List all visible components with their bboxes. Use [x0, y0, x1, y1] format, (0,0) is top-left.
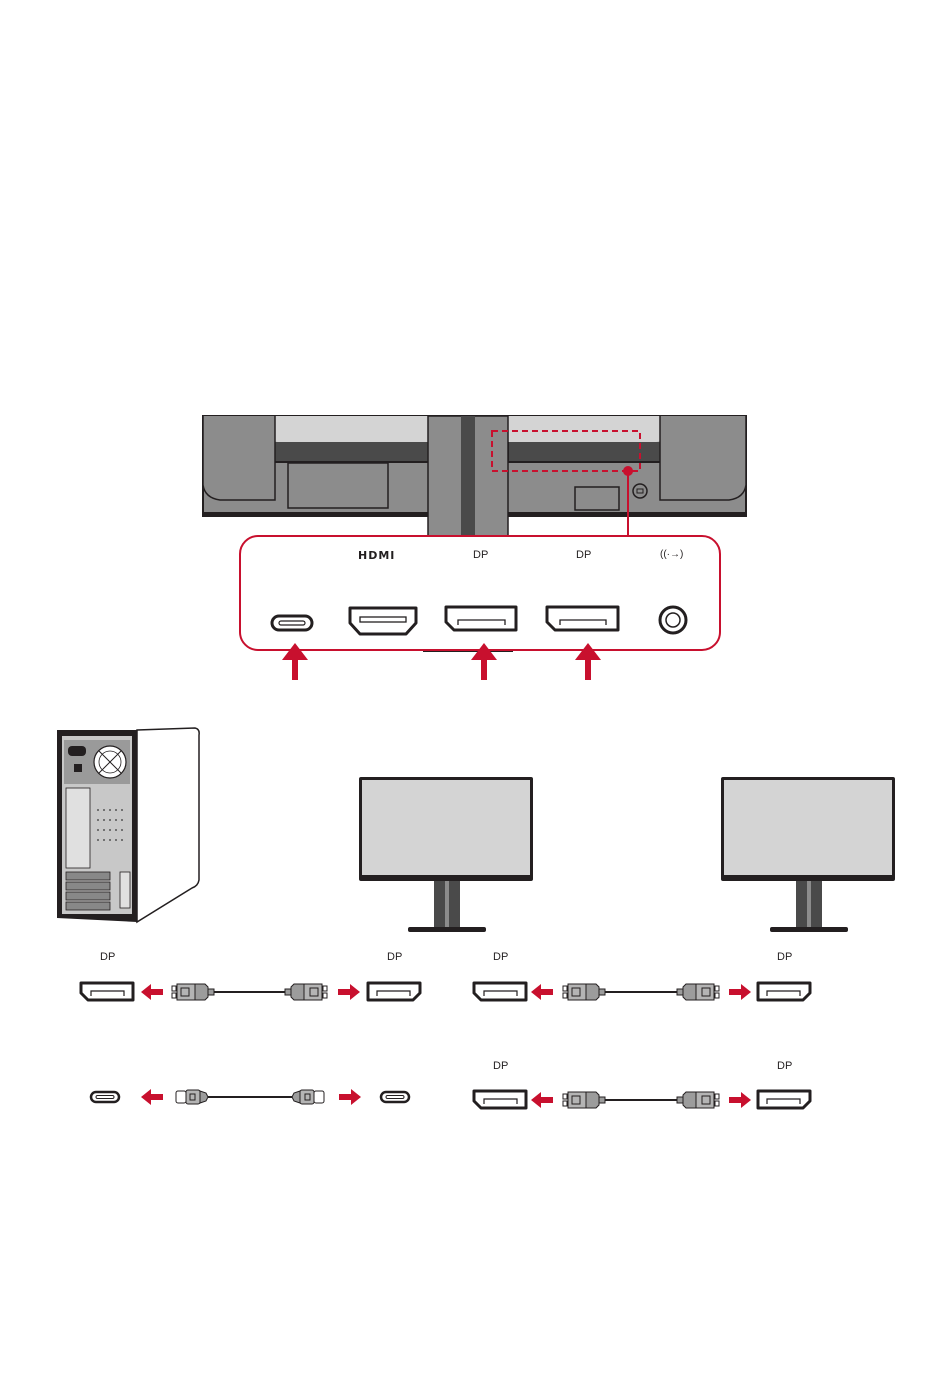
connection-row-usbc — [91, 1089, 409, 1105]
arrow-right-icon — [729, 984, 751, 1000]
arrow-left-icon — [531, 1092, 553, 1108]
connection-row-dp — [81, 983, 420, 1000]
displayport-plug-icon — [285, 984, 327, 1000]
displayport-plug-icon — [677, 984, 719, 1000]
displayport-port-icon — [474, 983, 526, 1000]
displayport-plug-icon — [563, 984, 605, 1000]
connection-left-label: DP — [493, 951, 508, 963]
displayport-port-icon — [368, 983, 420, 1000]
usb-c-plug-icon — [292, 1090, 324, 1104]
displayport-plug-icon — [677, 1092, 719, 1108]
displayport-port-icon — [758, 983, 810, 1000]
connection-left-label: DP — [100, 951, 115, 963]
connection-row-daisy-2 — [474, 1091, 810, 1108]
displayport-port-icon — [758, 1091, 810, 1108]
arrow-left-icon — [141, 984, 163, 1000]
connection-right-label: DP — [387, 951, 402, 963]
usb-c-plug-icon — [176, 1090, 208, 1104]
connection-right-label: DP — [777, 951, 792, 963]
displayport-port-icon — [474, 1091, 526, 1108]
arrow-right-icon — [339, 1089, 361, 1105]
displayport-port-icon — [81, 983, 133, 1000]
connection-left-label: DP — [493, 1060, 508, 1072]
usb-c-port-icon — [381, 1092, 409, 1102]
arrow-right-icon — [729, 1092, 751, 1108]
displayport-plug-icon — [172, 984, 214, 1000]
displayport-plug-icon — [563, 1092, 605, 1108]
connection-row-daisy-1 — [474, 983, 810, 1000]
arrow-left-icon — [531, 984, 553, 1000]
arrow-left-icon — [141, 1089, 163, 1105]
arrow-right-icon — [338, 984, 360, 1000]
connection-right-label: DP — [777, 1060, 792, 1072]
usb-c-port-icon — [91, 1092, 119, 1102]
